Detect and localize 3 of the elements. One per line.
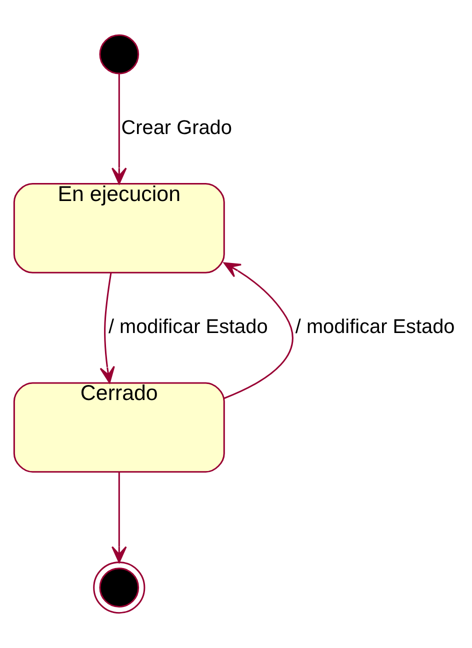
edge-label: / modificar Estado — [295, 316, 455, 338]
edge-label: Crear Grado — [121, 116, 232, 139]
edge-label: / modificar Estado — [108, 316, 268, 338]
